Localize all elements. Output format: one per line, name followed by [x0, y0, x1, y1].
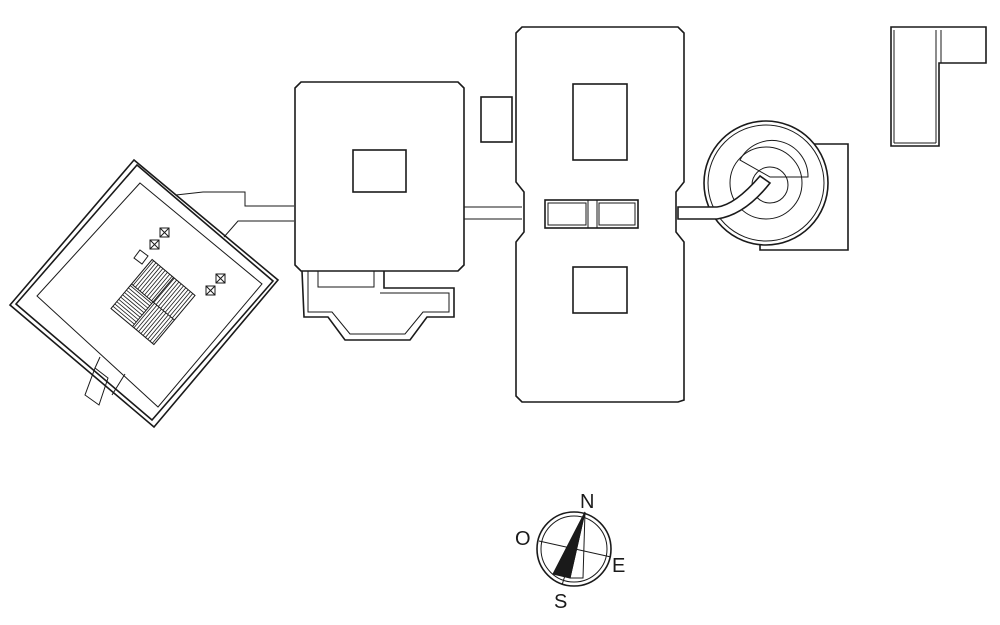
small-annex — [480, 96, 513, 143]
square-building — [294, 81, 465, 341]
compass-west-label: O — [515, 528, 531, 550]
central-building — [515, 26, 685, 403]
compass-north-label: N — [580, 491, 594, 513]
column-markers — [133, 227, 226, 296]
compass-south-label: S — [554, 591, 567, 613]
round-building — [677, 120, 849, 251]
rotated-building — [8, 158, 294, 429]
hatched-block — [110, 258, 196, 346]
compass: N S E O — [515, 491, 625, 613]
compass-east-label: E — [612, 555, 625, 577]
corridor-center — [464, 206, 522, 220]
l-building — [890, 26, 987, 147]
